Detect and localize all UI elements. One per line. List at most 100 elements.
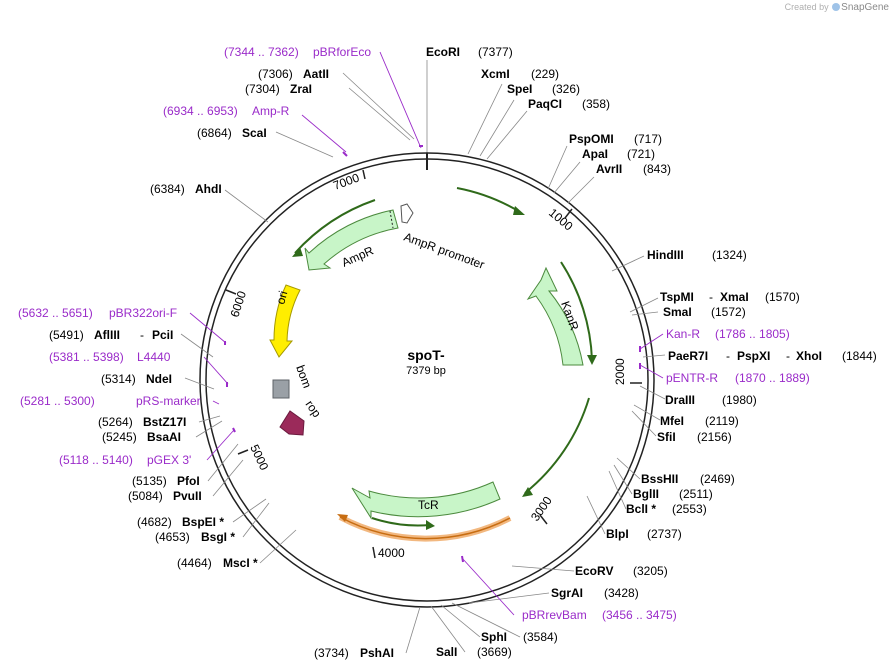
ampr-boundary [389,210,394,229]
label-ndei[interactable]: NdeI [146,372,172,386]
label-bstz17i[interactable]: BstZ17I [143,415,186,429]
pos-ecori: (7377) [478,45,513,59]
label-pentr-r-primer[interactable]: pENTR-R [666,371,718,385]
site-labels: EcoRI (7377) XcmI (229) SpeI (326) PaqCI… [18,45,877,660]
pos-pshai: (3734) [314,646,349,660]
label-spei[interactable]: SpeI [507,82,532,96]
pos-kan-r-primer: (1786 .. 1805) [715,327,790,341]
pos-pbrrevbam-primer: (3456 .. 3475) [602,608,677,622]
tick-label-5000: 5000 [247,442,271,472]
primer-connector-lines [189,51,664,616]
label-pbrrevbam-primer[interactable]: pBRrevBam [522,608,587,622]
label-paer7i[interactable]: PaeR7I [668,349,708,363]
pos-mfei: (2119) [705,414,739,428]
label-pspomi[interactable]: PspOMI [569,132,614,146]
label-ecorv[interactable]: EcoRV [575,564,613,578]
pos-draiii: (1980) [722,393,757,407]
label-kan-r-primer[interactable]: Kan-R [666,327,700,341]
label-mfei[interactable]: MfeI [660,414,684,428]
label-pshai[interactable]: PshAI [360,646,394,660]
pos-sfii: (2156) [697,430,732,444]
pos-smai: (1572) [711,305,746,319]
pos-hindiii: (1324) [712,248,747,262]
pos-sali: (3669) [477,645,512,659]
pos-l4440-primer: (5381 .. 5398) [49,350,124,364]
label-pvuii[interactable]: PvuII [173,489,202,503]
tick-label-6000: 6000 [228,289,250,319]
pos-bstz17i: (5264) [98,415,133,429]
snapgene-branding: Created by SnapGene [785,2,889,13]
tick-label-2000: 2000 [613,358,627,385]
label-bsaai[interactable]: BsaAI [147,430,181,444]
pos-bspei: (4682) [137,515,172,529]
pos-spei: (326) [552,82,580,96]
label-pbr322ori-f-primer[interactable]: pBR322ori-F [109,306,177,320]
label-paqci[interactable]: PaqCI [528,97,562,111]
tick-label-4000: 4000 [378,546,405,560]
label-xcmi[interactable]: XcmI [481,67,510,81]
label-pfoi[interactable]: PfoI [177,474,200,488]
pos-afliii: (5491) [49,328,84,342]
label-pspxi[interactable]: PspXI [737,349,770,363]
ampr-promoter-arrow [400,203,414,224]
pos-ecorv: (3205) [633,564,668,578]
label-bglii[interactable]: BglII [633,487,659,501]
label-ecori[interactable]: EcoRI [426,45,460,59]
label-pgex3-primer[interactable]: pGEX 3' [147,453,191,467]
label-zrai[interactable]: ZraI [290,82,312,96]
primer-marks [224,145,641,563]
label-bsshii[interactable]: BssHII [641,472,678,486]
label-draiii[interactable]: DraIII [665,393,695,407]
pos-apai: (721) [627,147,655,161]
label-hindiii[interactable]: HindIII [647,248,684,262]
pos-bsgi: (4653) [155,530,190,544]
pos-ahdi: (6384) [150,182,185,196]
sep-afliii: - [140,328,144,342]
label-apai[interactable]: ApaI [582,147,608,161]
label-ahdi[interactable]: AhdI [195,182,222,196]
label-amp-r-primer[interactable]: Amp-R [252,104,290,118]
ori-label: ori [273,289,290,306]
tcr-label: TcR [418,498,439,512]
kanr-feature [526,266,584,366]
connector-lines [180,60,666,654]
created-by-text: Created by [784,2,829,12]
label-pbrforeco-primer[interactable]: pBRforEco [313,45,371,59]
label-scai[interactable]: ScaI [242,126,267,140]
label-bcli[interactable]: BclI * [626,502,656,516]
label-afliii[interactable]: AflIII [94,328,120,342]
pos-pfoi: (5135) [132,474,167,488]
pos-pbrforeco-primer: (7344 .. 7362) [224,45,299,59]
tcr-feature [351,481,501,520]
label-sgrai[interactable]: SgrAI [551,586,583,600]
pos-prs-marker-primer: (5281 .. 5300) [20,394,95,408]
pos-sgrai: (3428) [604,586,639,600]
plasmid-name: spoT- [407,347,445,363]
label-prs-marker-primer[interactable]: pRS-marker [136,394,201,408]
snapgene-product-name: SnapGene [841,2,889,13]
label-bsgi[interactable]: BsgI * [201,530,235,544]
pos-xhoi: (1844) [842,349,877,363]
pos-msci: (4464) [177,556,212,570]
label-l4440-primer[interactable]: L4440 [137,350,171,364]
label-bspei[interactable]: BspEI * [182,515,224,529]
label-sphi[interactable]: SphI [481,630,507,644]
label-msci[interactable]: MscI * [223,556,258,570]
label-sali[interactable]: SalI [436,645,457,659]
label-aatii[interactable]: AatII [303,67,329,81]
label-blpi[interactable]: BlpI [606,527,629,541]
label-xmai[interactable]: XmaI [720,290,749,304]
label-pcii[interactable]: PciI [152,328,173,342]
pos-blpi: (2737) [647,527,682,541]
sep-pspxi: - [786,349,790,363]
pos-pentr-r-primer: (1870 .. 1889) [735,371,810,385]
label-xhoi[interactable]: XhoI [796,349,822,363]
label-sfii[interactable]: SfiI [657,430,676,444]
label-avrii[interactable]: AvrII [596,162,622,176]
arc-arrowheads [292,206,597,530]
pos-xmai: (1570) [765,290,800,304]
label-tspmi[interactable]: TspMI [660,290,694,304]
pos-ndei: (5314) [101,372,136,386]
ampr-promoter-label: AmpR promoter [402,230,486,272]
label-smai[interactable]: SmaI [663,305,692,319]
